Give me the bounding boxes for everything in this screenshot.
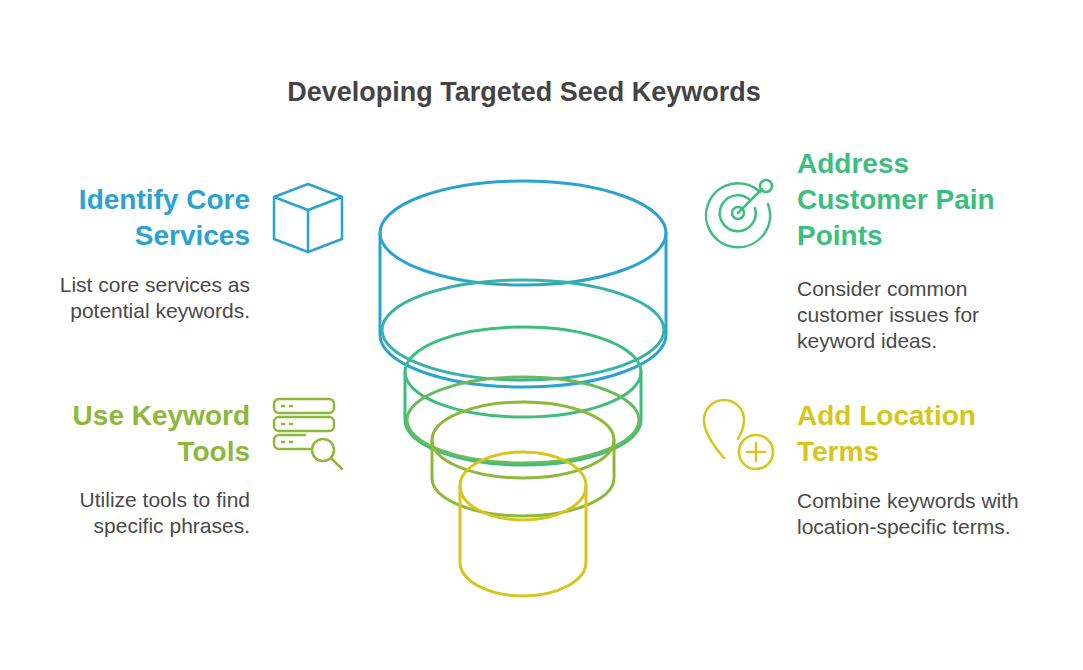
funnel-ring bbox=[460, 452, 586, 520]
funnel-layer bbox=[380, 233, 666, 387]
database-search-icon bbox=[274, 399, 342, 469]
step-description: Combine keywords with location-specific … bbox=[797, 488, 1042, 540]
funnel-layer bbox=[460, 486, 586, 596]
funnel-ring bbox=[380, 181, 666, 285]
funnel-illustration bbox=[380, 181, 666, 596]
funnel-ring bbox=[407, 377, 639, 463]
cube-icon bbox=[274, 184, 342, 252]
target-icon bbox=[706, 180, 772, 247]
location-add-icon bbox=[704, 400, 773, 469]
step-heading: Address Customer Pain Points bbox=[797, 146, 1012, 254]
step-heading: Use Keyword Tools bbox=[35, 398, 250, 470]
step-description: Consider common customer issues for keyw… bbox=[797, 276, 1042, 354]
step-description: Utilize tools to find specific phrases. bbox=[35, 487, 250, 539]
step-heading: Identify Core Services bbox=[35, 182, 250, 254]
step-description: List core services as potential keywords… bbox=[35, 272, 250, 324]
funnel-ring bbox=[432, 402, 614, 478]
funnel-ring bbox=[382, 280, 664, 380]
diagram-title: Developing Targeted Seed Keywords bbox=[0, 75, 1048, 109]
step-heading: Add Location Terms bbox=[797, 398, 1012, 470]
